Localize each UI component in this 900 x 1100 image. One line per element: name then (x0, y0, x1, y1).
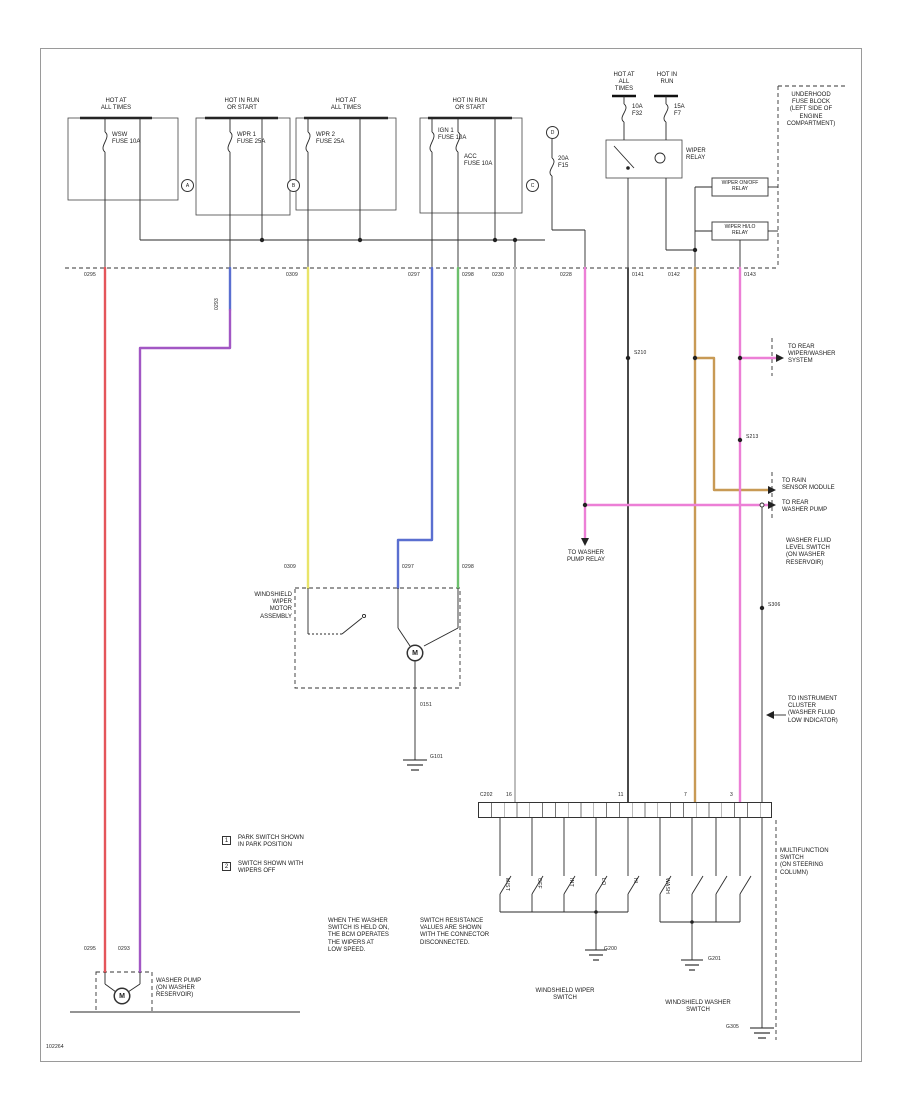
wire-code-red-bot: 0295 (84, 946, 96, 952)
wire-code-green: 0298 (462, 272, 474, 278)
ground-g201: G201 (708, 956, 722, 962)
motor-internals (70, 588, 459, 1013)
feed-label-4: HOT IN RUN OR START (452, 98, 488, 112)
arrow-label-rain-sensor: TO RAIN SENSOR MODULE (782, 478, 835, 492)
wire-code-motor-ground: 0151 (420, 702, 432, 708)
fuse-label-rf3: 20A F15 (558, 156, 569, 170)
wire-code-pink1: 0228 (560, 272, 572, 278)
fuse-label-rf1: 10A F32 (632, 104, 643, 118)
feed-label-1: HOT AT ALL TIMES (100, 98, 132, 112)
legend-text-1: PARK SWITCH SHOWN IN PARK POSITION (238, 835, 304, 849)
wire-code-green-bot: 0298 (462, 564, 474, 570)
washer-switch-label: WINDSHIELD WASHER SWITCH (665, 1000, 731, 1014)
fuse-label-4b: ACC FUSE 10A (464, 154, 493, 168)
switch-pos-mist: MIST (504, 878, 510, 892)
legend-num-2: 2 (222, 862, 231, 871)
splice-s213: S213 (746, 434, 759, 440)
wire-blue (396, 266, 434, 590)
wire-code-tan: 0142 (668, 272, 680, 278)
ground-g200: G200 (604, 946, 618, 952)
fuse-boxes (67, 117, 769, 241)
junction-dots (259, 166, 765, 924)
switch-pin-2: 11 (618, 792, 624, 798)
fuse-label-1: WSW FUSE 10A (112, 132, 141, 146)
fuse-label-4: IGN 1 FUSE 10A (438, 128, 467, 142)
fuse-label-3: WPR 2 FUSE 25A (316, 132, 345, 146)
switch-pos-lo: LO (600, 878, 606, 886)
note-block-1: WHEN THE WASHER SWITCH IS HELD ON, THE B… (328, 918, 390, 953)
legend-text-2: SWITCH SHOWN WITH WIPERS OFF (238, 861, 304, 875)
relay-label: WIPER RELAY (686, 148, 706, 162)
connector-circle-b: B (287, 179, 300, 192)
arrow-label-washer-relay: TO WASHER PUMP RELAY (566, 550, 606, 564)
colored-wires (103, 266, 778, 974)
footer-code: 102264 (46, 1044, 64, 1050)
switch-pos-hi: HI (632, 878, 638, 884)
relay-box2-label: WIPER HI/LO RELAY (724, 224, 756, 236)
relay-box1-label: WIPER ON/OFF RELAY (721, 180, 759, 192)
wiper-motor-label: WINDSHIELD WIPER MOTOR ASSEMBLY (254, 592, 292, 620)
wire-code-red: 0295 (84, 272, 96, 278)
switch-pin-1: 16 (506, 792, 512, 798)
switch-pos-off: OFF (536, 878, 542, 889)
wiper-switch-label: WINDSHIELD WIPER SWITCH (535, 988, 595, 1002)
switch-circuitry (499, 818, 763, 1028)
feed-label-6: HOT IN RUN (656, 72, 678, 86)
feed-label-3: HOT AT ALL TIMES (330, 98, 362, 112)
wire-code-gray: 0230 (492, 272, 504, 278)
legend-num-1: 1 (222, 836, 231, 845)
fuse-label-2: WPR 1 FUSE 25A (237, 132, 266, 146)
instrument-cluster-label: TO INSTRUMENT CLUSTER (WASHER FLUID LOW … (788, 696, 838, 724)
wire-purple (138, 308, 232, 974)
wiper-motor-symbol: M (407, 645, 423, 661)
right-circuitry (759, 502, 786, 802)
switch-pos-int: INT (568, 878, 574, 887)
splice-s210: S210 (634, 350, 647, 356)
connector-circle-a: A (181, 179, 194, 192)
wire-code-purple: 0293 (214, 298, 220, 310)
fuse-block-circuitry (102, 96, 778, 268)
steering-column-label: MULTIFUNCTION SWITCH (ON STEERING COLUMN… (780, 848, 829, 876)
diagram-sheet (40, 48, 862, 1062)
ground-g305: G305 (726, 1024, 740, 1030)
fuse-label-rf2: 15A F7 (674, 104, 685, 118)
underhood-fuse-block-label: UNDERHOOD FUSE BLOCK (LEFT SIDE OF ENGIN… (786, 92, 836, 127)
arrowheads (581, 354, 784, 719)
dashed-boundaries (65, 85, 845, 1040)
switch-connector-id: C202 (480, 792, 493, 798)
arrow-label-rear-wiper: TO REAR WIPER/WASHER SYSTEM (788, 344, 836, 365)
arrow-label-rear-washer: TO REAR WASHER PUMP (782, 500, 828, 514)
connector-circle-d: D (546, 126, 559, 139)
switch-pin-3: 7 (684, 792, 687, 798)
washer-fluid-level-label: WASHER FLUID LEVEL SWITCH (ON WASHER RES… (786, 538, 832, 566)
note-block-2: SWITCH RESISTANCE VALUES ARE SHOWN WITH … (420, 918, 490, 946)
switch-pos-wash: WASH (664, 878, 670, 895)
feed-label-2: HOT IN RUN OR START (224, 98, 260, 112)
wire-code-blue-bot: 0297 (402, 564, 414, 570)
multifunction-switch-connector (478, 802, 772, 818)
ground-g101: G101 (430, 754, 444, 760)
wire-code-purple-bot: 0293 (118, 946, 130, 952)
connector-circle-c: C (526, 179, 539, 192)
splice-s306: S306 (768, 602, 781, 608)
wire-tan-branch (693, 356, 770, 492)
wire-code-yellow: 0309 (286, 272, 298, 278)
wire-code-yellow-bot: 0309 (284, 564, 296, 570)
wire-code-black: 0141 (632, 272, 644, 278)
wire-code-blue: 0297 (408, 272, 420, 278)
washer-pump-symbol: M (114, 988, 130, 1004)
switch-pin-4: 3 (730, 792, 733, 798)
washer-pump-label: WASHER PUMP (ON WASHER RESERVOIR) (156, 978, 202, 999)
feed-label-5: HOT AT ALL TIMES (613, 72, 635, 93)
wire-code-pink2: 0143 (744, 272, 756, 278)
